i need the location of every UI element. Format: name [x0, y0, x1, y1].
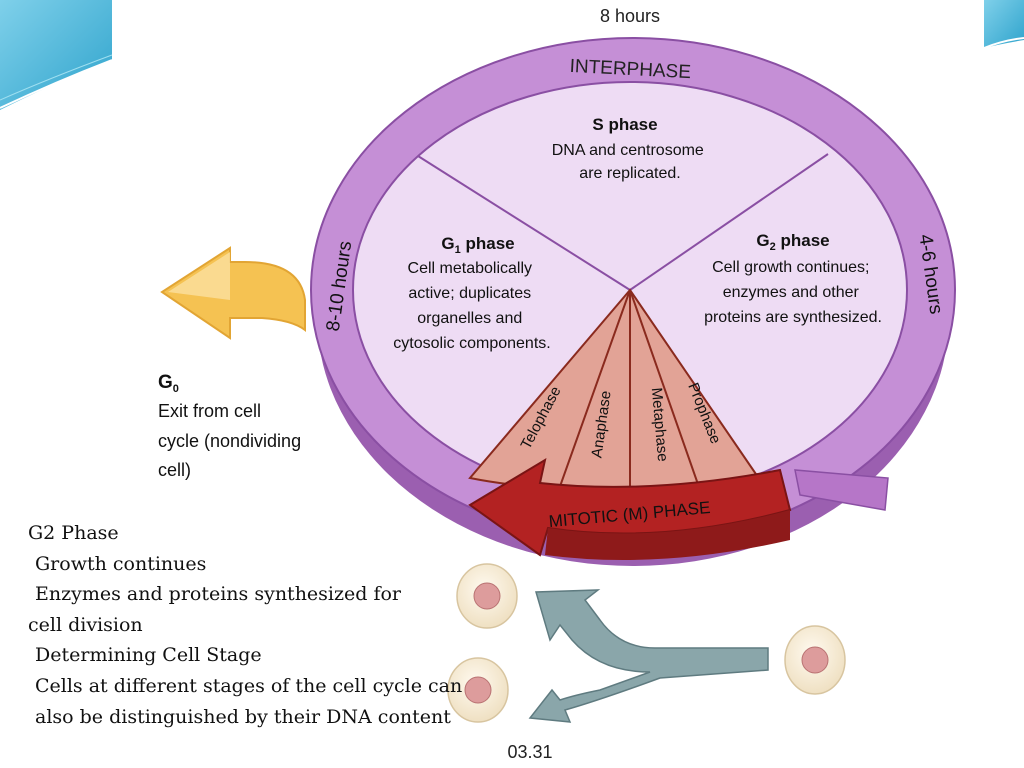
slide-corner-accent-right [983, 0, 1024, 49]
interphase-arrow-head [794, 469, 889, 511]
cell-bottom-left [447, 657, 509, 723]
slide-corner-accent-left [0, 0, 113, 110]
divider-s-g2 [629, 153, 829, 291]
text-line-1: G2 Phase [28, 522, 119, 544]
g0-exit-arrow-highlight [168, 252, 230, 300]
cell-top-left [456, 563, 518, 629]
figure-number: 03.31 [507, 742, 552, 762]
g0-title: G0 [158, 372, 179, 395]
mitotic-phase-arrow-front [545, 510, 790, 560]
divider-s-g1 [417, 155, 631, 291]
text-line-3: Enzymes and proteins synthesized for [35, 583, 402, 606]
body-text: G2 Phase Growth continues Enzymes and pr… [28, 518, 518, 732]
branching-arrow [528, 589, 769, 723]
mitotic-divider-1 [557, 289, 631, 493]
text-line-6: Cells at different stages of the cell cy… [35, 674, 463, 697]
g2-phase-title: G2 phase [756, 231, 829, 253]
text-line-2: Growth continues [35, 552, 207, 575]
g1-phase-title: G1 phase [441, 234, 514, 256]
s-phase-desc: DNA and centrosome are replicated. [552, 142, 709, 182]
g0-desc: Exit from cell cycle (nondividing cell) [158, 401, 306, 480]
mitotic-phase-arrow [468, 457, 792, 557]
mitotic-divider-3 [629, 289, 701, 491]
text-line-4: cell division [28, 613, 143, 636]
cell-right [784, 625, 846, 695]
s-phase-title: S phase [592, 115, 657, 134]
g1-phase-desc: Cell metabolically active; duplicates or… [393, 260, 550, 352]
g2-phase-desc: Cell growth continues; enzymes and other… [704, 259, 882, 326]
metaphase-label: Metaphase [648, 387, 671, 462]
top-duration-label: 8 hours [600, 6, 660, 26]
text-line-7: also be distinguished by their DNA conte… [35, 705, 451, 728]
text-line-5: Determining Cell Stage [35, 644, 262, 667]
